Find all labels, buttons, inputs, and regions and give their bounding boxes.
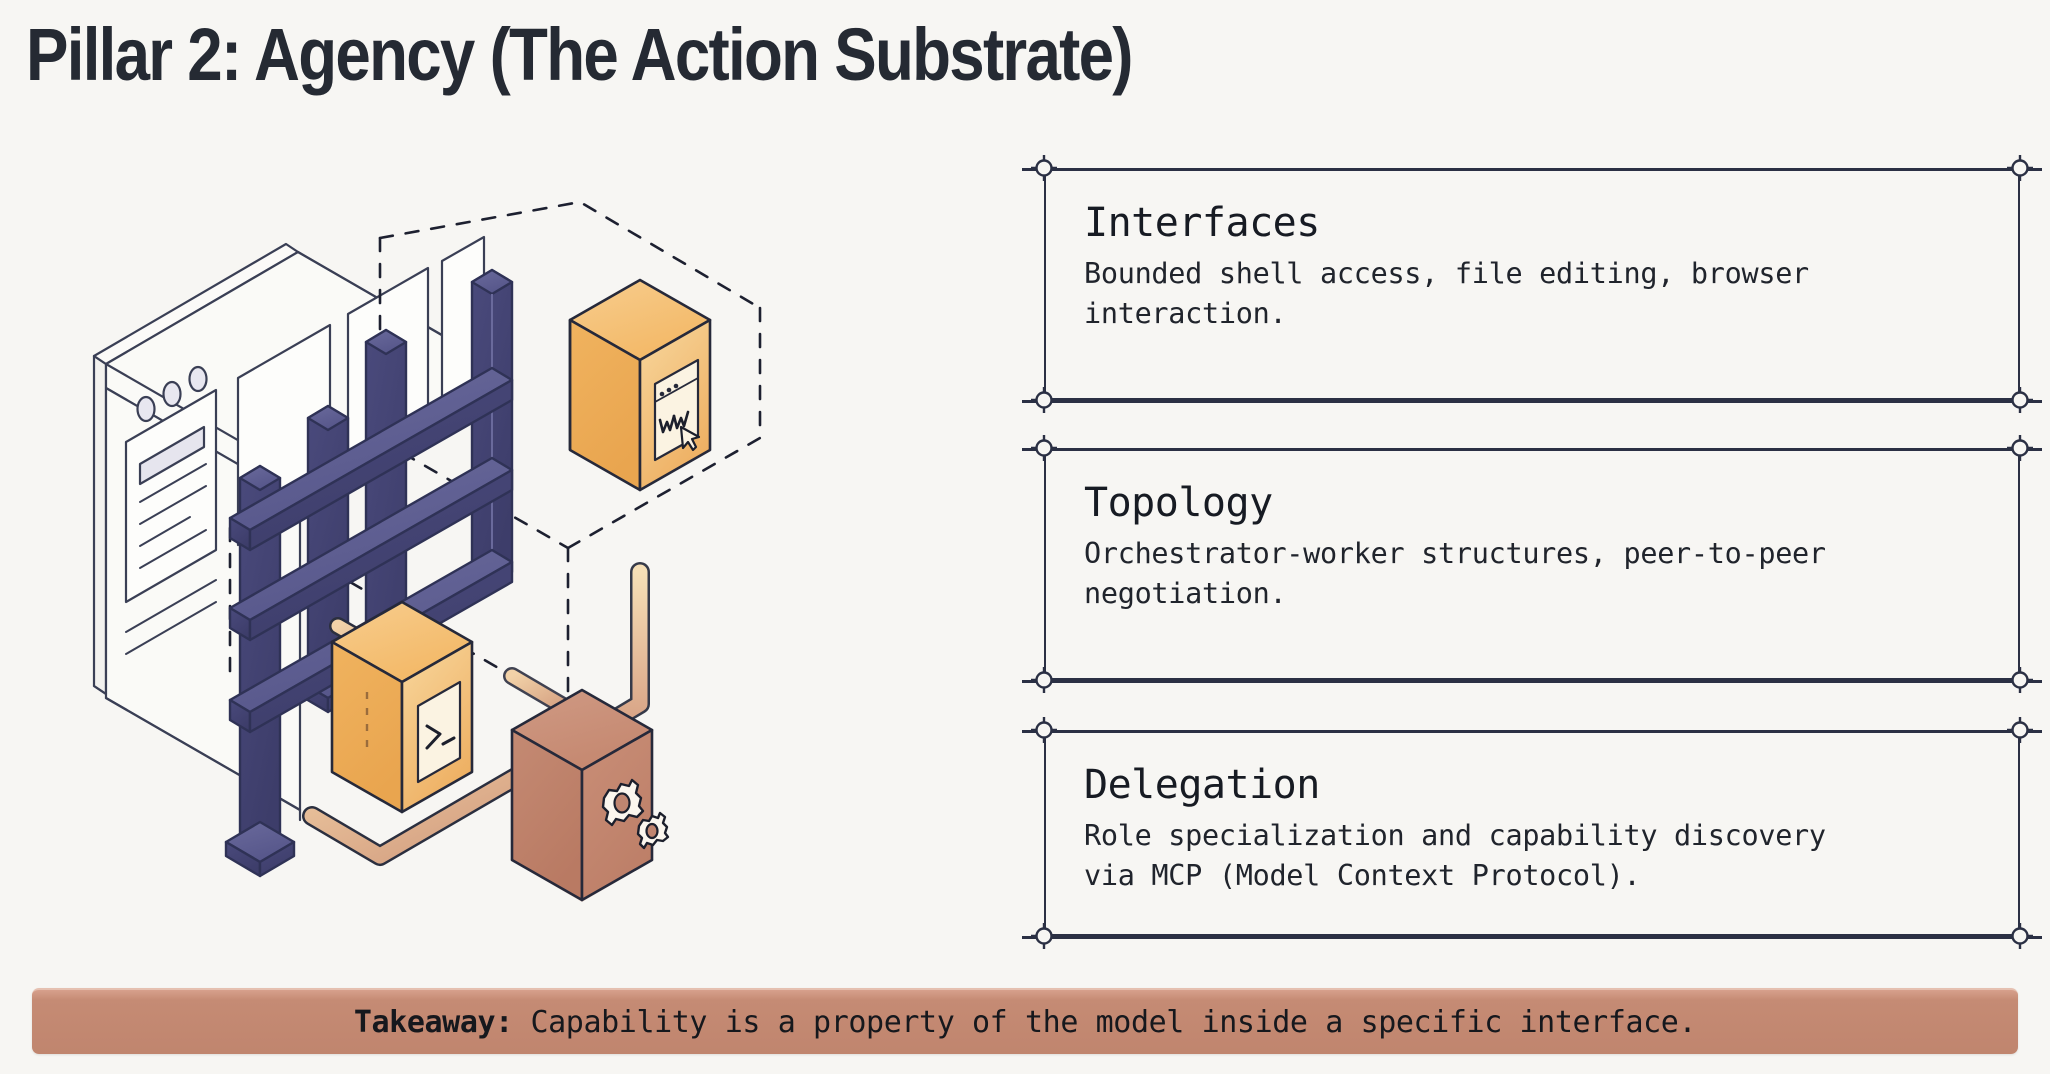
beam-column-left xyxy=(224,464,296,878)
rule-box1-bottom xyxy=(1022,400,2042,403)
rule-box2-bottom xyxy=(1022,680,2042,683)
takeaway-body: Capability is a property of the model in… xyxy=(512,1004,1697,1040)
spec-box-topology: Topology Orchestrator-worker structures,… xyxy=(1044,448,2020,680)
gears-cube xyxy=(510,688,670,902)
corner-registration-mark xyxy=(2007,155,2033,181)
corner-registration-mark xyxy=(1031,387,1057,413)
prompt-glyph xyxy=(425,724,456,750)
spec-title-interfaces: Interfaces xyxy=(1084,200,1320,246)
terminal-cube xyxy=(330,600,474,814)
spec-desc-topology: Orchestrator-worker structures, peer-to-… xyxy=(1084,537,1826,610)
takeaway-label: Takeaway: xyxy=(353,1004,513,1040)
spec-title-topology: Topology xyxy=(1084,480,1273,526)
traffic-light-dots xyxy=(136,365,208,423)
rule-box2-top xyxy=(1022,448,2042,451)
corner-registration-mark xyxy=(1031,435,1057,461)
spec-desc-delegation: Role specialization and capability disco… xyxy=(1084,819,1826,892)
browser-cube-screen xyxy=(653,358,701,462)
beam-cross-upper xyxy=(228,366,514,552)
corner-registration-mark xyxy=(2007,667,2033,693)
browser-cube xyxy=(568,278,712,492)
beam-column-right xyxy=(470,268,514,586)
rule-box3-bottom xyxy=(1022,936,2042,939)
corner-registration-mark xyxy=(2007,387,2033,413)
rule-box1-top xyxy=(1022,168,2042,171)
corner-registration-mark xyxy=(2007,435,2033,461)
page-title: Pillar 2: Agency (The Action Substrate) xyxy=(26,13,1133,96)
corner-registration-mark xyxy=(1031,923,1057,949)
corner-registration-mark xyxy=(2007,717,2033,743)
beam-cross-mid xyxy=(228,456,514,642)
spec-title-delegation: Delegation xyxy=(1084,762,1320,808)
takeaway-text: Takeaway: Capability is a property of th… xyxy=(353,1004,1697,1040)
cursor-icon xyxy=(679,425,701,452)
rule-box3-top xyxy=(1022,730,2042,733)
spec-desc-interfaces: Bounded shell access, file editing, brow… xyxy=(1084,257,1809,330)
corner-registration-mark xyxy=(2007,923,2033,949)
corner-registration-mark xyxy=(1031,717,1057,743)
terminal-cube-screen xyxy=(416,680,462,784)
corner-registration-mark xyxy=(1031,155,1057,181)
spec-box-interfaces: Interfaces Bounded shell access, file ed… xyxy=(1044,168,2020,400)
corner-registration-mark xyxy=(1031,667,1057,693)
isometric-agency-illustration xyxy=(80,120,980,950)
gears-icon xyxy=(601,778,670,850)
www-glyph xyxy=(658,410,690,434)
spec-panel-list: Interfaces Bounded shell access, file ed… xyxy=(1022,155,2042,950)
spec-box-delegation: Delegation Role specialization and capab… xyxy=(1044,730,2020,936)
takeaway-banner: Takeaway: Capability is a property of th… xyxy=(32,988,2018,1054)
